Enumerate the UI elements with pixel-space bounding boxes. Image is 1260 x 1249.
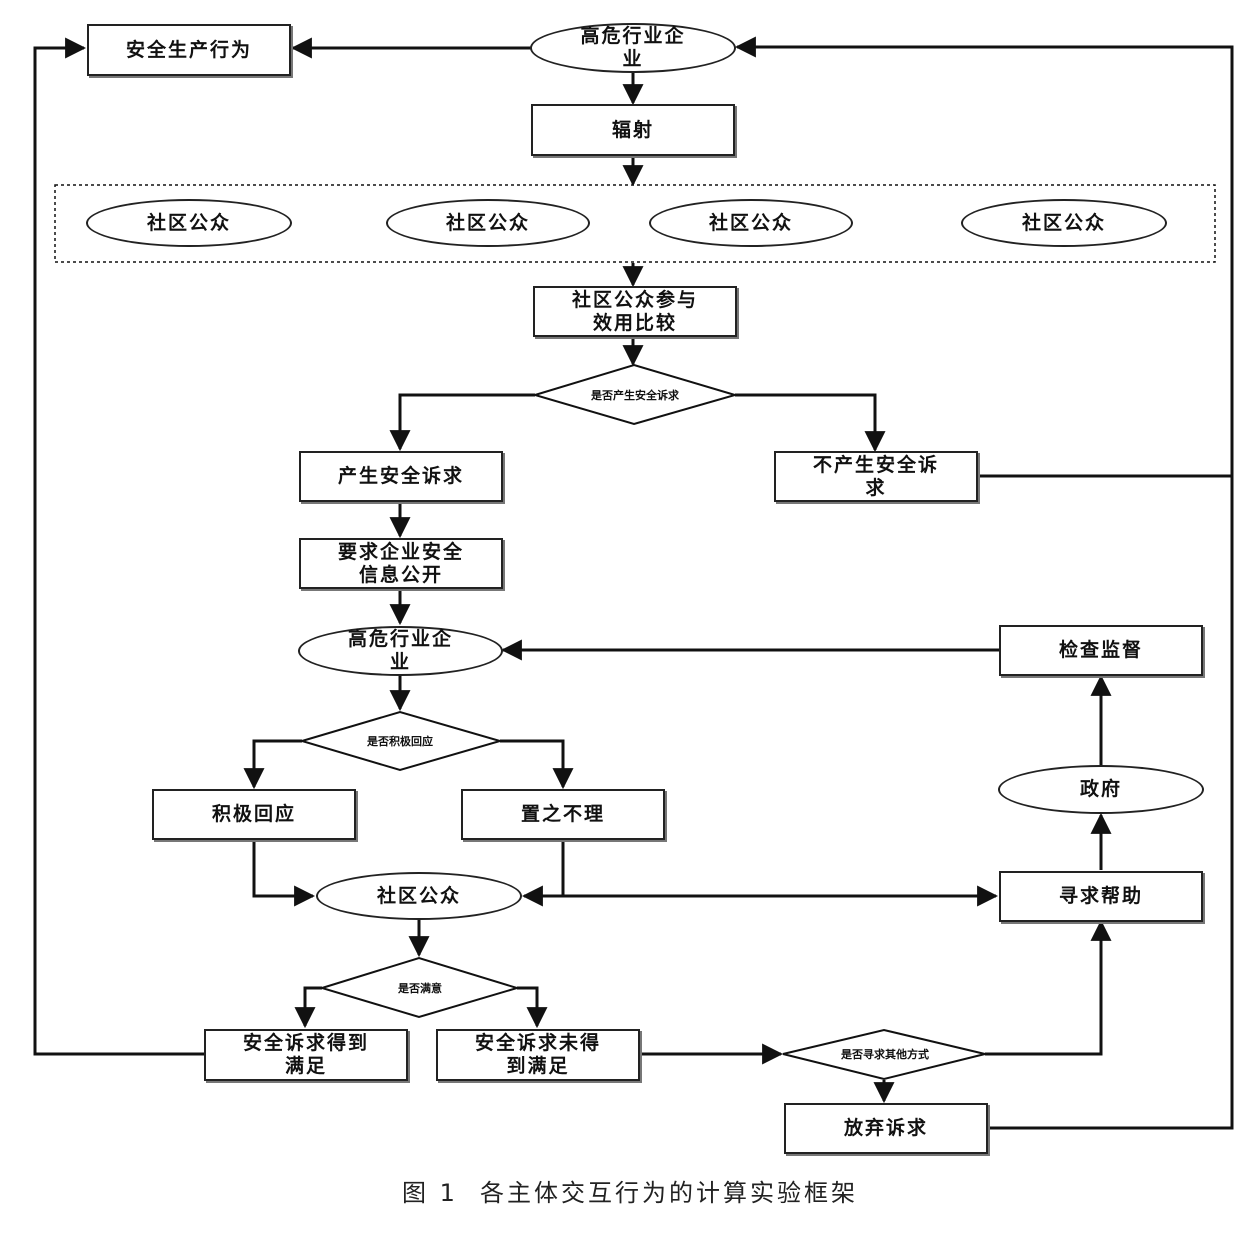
decision-satisfied-label: 是否满意 — [398, 981, 442, 995]
decision-respond-label: 是否积极回应 — [367, 734, 433, 748]
require-disclosure-box: 要求企业安全 信息公开 — [299, 538, 503, 589]
arrow-respond-no — [500, 739, 574, 790]
arrow-satisfied-yes — [294, 986, 322, 1029]
public-ellipse-1: 社区公众 — [86, 199, 292, 247]
public-ellipse-2: 社区公众 — [386, 199, 590, 247]
unsatisfied-box: 安全诉求未得 到满足 — [436, 1029, 640, 1081]
give-up-box: 放弃诉求 — [784, 1103, 988, 1154]
satisfied-box: 安全诉求得到 满足 — [204, 1029, 408, 1081]
appeal-no-box: 不产生安全诉 求 — [774, 451, 978, 502]
decision-other-shape — [782, 1028, 986, 1081]
line-giveup-loop — [988, 476, 1234, 1130]
decision-appeal-label: 是否产生安全诉求 — [591, 388, 679, 402]
safe-behavior-box: 安全生产行为 — [87, 24, 291, 76]
decision-respond-shape — [298, 710, 504, 772]
public-mid-ellipse: 社区公众 — [316, 872, 522, 920]
decision-appeal-shape — [531, 363, 739, 426]
radiation-box: 辐射 — [531, 104, 735, 156]
arrow-positive-to-public — [252, 840, 316, 907]
public-ellipse-3: 社区公众 — [649, 199, 853, 247]
enterprise-top-ellipse: 高危行业企 业 — [530, 23, 736, 73]
respond-no-box: 置之不理 — [461, 789, 665, 840]
utility-compare-box: 社区公众参与 效用比较 — [533, 286, 737, 337]
arrow-other-to-help — [985, 919, 1112, 1056]
arrow-decision-to-no-appeal — [735, 393, 886, 453]
public-ellipse-4: 社区公众 — [961, 199, 1167, 247]
figure-title: 各主体交互行为的计算实验框架 — [479, 1179, 858, 1207]
arrow-respond-yes — [243, 739, 302, 790]
seek-help-box: 寻求帮助 — [999, 871, 1203, 922]
respond-yes-box: 积极回应 — [152, 789, 356, 840]
arrow-no-appeal-loop — [734, 36, 1234, 478]
arrow-ignore-to-public — [521, 840, 565, 907]
arrow-decision-to-appeal — [389, 393, 535, 452]
figure-number: 图 1 — [402, 1179, 458, 1207]
inspect-box: 检查监督 — [999, 625, 1203, 676]
enterprise-mid-ellipse: 高危行业企 业 — [298, 626, 503, 676]
decision-other-label: 是否寻求其他方式 — [841, 1047, 929, 1061]
government-ellipse: 政府 — [998, 765, 1204, 814]
arrow-satisfied-loop — [33, 37, 205, 1056]
figure-caption: 图 1 各主体交互行为的计算实验框架 — [0, 1173, 1260, 1208]
decision-satisfied-shape — [318, 956, 521, 1019]
arrow-satisfied-no — [517, 986, 548, 1029]
appeal-yes-box: 产生安全诉求 — [299, 451, 503, 502]
